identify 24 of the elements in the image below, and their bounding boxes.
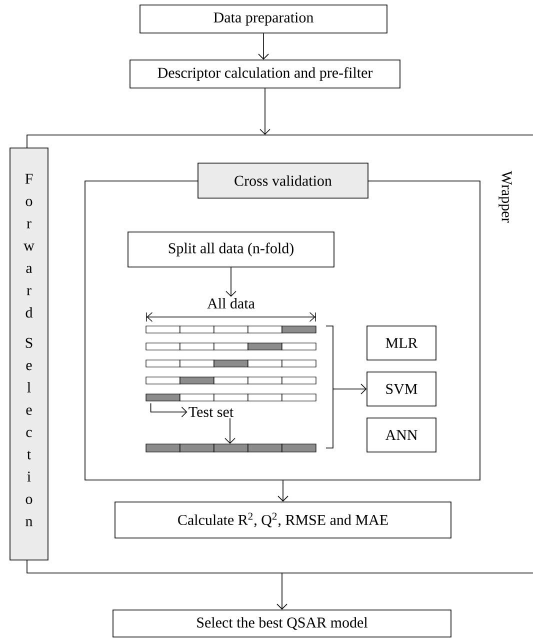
dimension-label: All data <box>207 298 255 309</box>
model-box: ANN <box>366 418 436 452</box>
arrow <box>276 572 288 610</box>
process-box: Descriptor calculation and pre-filter <box>130 60 400 88</box>
process-box: Calculate R$^{2}$, Q$^{2}$, RMSE and MAE <box>114 502 452 538</box>
vertical-label-box: Forward Selection <box>10 148 48 560</box>
leader-line <box>150 402 188 418</box>
process-box: Data preparation <box>140 4 388 34</box>
process-box: Select the best QSAR model <box>112 610 452 638</box>
arrow <box>260 88 270 135</box>
arrow <box>332 384 367 394</box>
arrow <box>278 480 288 502</box>
test-set-label: Test set <box>188 407 234 417</box>
dimension-line <box>146 312 316 322</box>
test-fold-bar <box>146 444 316 452</box>
model-box: SVM <box>366 372 436 406</box>
data-fold-drawing <box>146 326 316 402</box>
arrow <box>258 33 269 60</box>
model-box: MLR <box>366 326 436 360</box>
arrow <box>226 267 236 297</box>
heading-box: Cross validation <box>198 162 368 199</box>
arrow <box>224 418 236 444</box>
process-box: Split all data (n-fold) <box>128 232 334 268</box>
vertical-label: Wrapper <box>498 170 512 223</box>
